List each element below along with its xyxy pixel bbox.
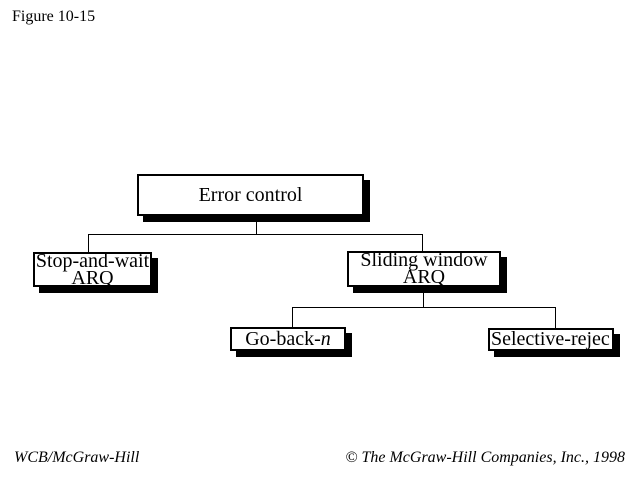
connector-level2-horizontal [292, 307, 555, 308]
node-stop-and-wait-line2: ARQ [71, 266, 114, 289]
node-sliding-window-arq: Sliding window ARQ [347, 249, 501, 288]
node-go-back-n-label: Go-back-n [245, 329, 331, 349]
node-error-control: Error control [137, 174, 364, 216]
node-sliding-window-line1: Sliding window [360, 249, 488, 271]
figure-label: Figure 10-15 [12, 8, 96, 25]
node-sliding-window-line2: ARQ [402, 266, 446, 288]
node-selective-reject: Selective-rejec [488, 328, 614, 351]
node-stop-and-wait-line1: Stop-and-wait [35, 249, 150, 272]
connector-to-selective-reject [555, 307, 556, 328]
connector-to-stop-and-wait [88, 234, 89, 252]
node-selective-reject-label: Selective-rejec [491, 328, 610, 350]
connector-root-vertical [256, 216, 257, 235]
node-error-control-label: Error control [198, 184, 303, 206]
go-back-n-italic-n: n [320, 328, 331, 350]
node-go-back-n: Go-back-n [230, 327, 346, 351]
connector-to-go-back-n [292, 307, 293, 327]
connector-level1-horizontal [88, 234, 423, 235]
footer-publisher: WCB/McGraw-Hill [14, 449, 140, 466]
go-back-n-prefix: Go-back- [245, 328, 321, 350]
node-stop-and-wait-arq: Stop-and-wait ARQ [33, 249, 152, 289]
footer-copyright: © The McGraw-Hill Companies, Inc., 1998 [345, 449, 625, 466]
connector-sliding-vertical [423, 287, 424, 308]
connector-to-sliding-window [422, 234, 423, 252]
